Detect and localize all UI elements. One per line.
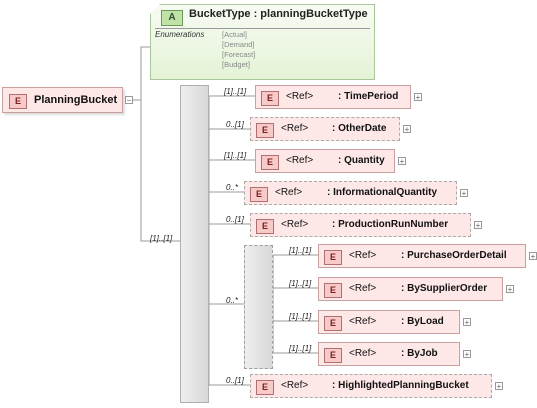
element-name: : PurchaseOrderDetail (401, 250, 507, 261)
ref-label: <Ref> (286, 91, 314, 102)
element-badge-icon: E (324, 250, 342, 265)
cardinality-by-load: [1]..[1] (289, 312, 312, 321)
element-badge-icon: E (261, 155, 279, 170)
element-name: : TimePeriod (338, 91, 399, 102)
enum-value-budget: [Budget] (222, 60, 250, 69)
choice-compositor[interactable] (244, 245, 273, 369)
expand-icon[interactable]: + (506, 285, 514, 294)
cardinality-production-run-number: 0..[1] (226, 215, 244, 224)
element-quantity[interactable]: E <Ref> : Quantity (255, 149, 395, 173)
cardinality-purchase-order-detail: [1]..[1] (289, 246, 312, 255)
element-by-job[interactable]: E <Ref> : ByJob (318, 342, 460, 366)
element-badge-icon: E (9, 94, 27, 109)
element-name: : ByLoad (401, 316, 444, 327)
root-element-planning-bucket[interactable]: E PlanningBucket (2, 87, 123, 113)
element-time-period[interactable]: E <Ref> : TimePeriod (255, 85, 411, 109)
element-name: : HighlightedPlanningBucket (332, 380, 469, 391)
element-badge-icon: E (256, 380, 274, 395)
element-name: : OtherDate (332, 123, 387, 134)
element-badge-icon: E (261, 91, 279, 106)
cardinality-by-job: [1]..[1] (289, 344, 312, 353)
expand-icon[interactable]: + (474, 221, 482, 230)
expand-icon[interactable]: + (463, 350, 471, 359)
element-highlighted-planning-bucket[interactable]: E <Ref> : HighlightedPlanningBucket (250, 374, 492, 398)
attribute-title: BucketType : planningBucketType (189, 8, 368, 20)
cardinality-by-supplier-order: [1]..[1] (289, 279, 312, 288)
element-badge-icon: E (324, 316, 342, 331)
element-name: : BySupplierOrder (401, 283, 488, 294)
expand-icon[interactable]: + (529, 252, 537, 261)
choice-cardinality: 0..* (226, 296, 239, 305)
enum-value-forecast: [Forecast] (222, 50, 256, 59)
expand-icon[interactable]: + (460, 189, 468, 198)
root-element-name: PlanningBucket (34, 94, 118, 106)
expand-icon[interactable]: + (463, 318, 471, 327)
element-badge-icon: E (256, 219, 274, 234)
element-by-supplier-order[interactable]: E <Ref> : BySupplierOrder (318, 277, 503, 301)
element-name: : ByJob (401, 348, 438, 359)
cardinality-other-date: 0..[1] (226, 120, 244, 129)
bucket-type-attribute[interactable]: A BucketType : planningBucketType Enumer… (150, 4, 375, 80)
ref-label: <Ref> (349, 250, 377, 261)
element-name: : Quantity (338, 155, 385, 166)
element-badge-icon: E (324, 283, 342, 298)
enum-value-demand: [Demand] (222, 40, 255, 49)
expand-icon[interactable]: + (403, 125, 411, 134)
ref-label: <Ref> (275, 187, 303, 198)
ref-label: <Ref> (281, 219, 309, 230)
element-badge-icon: E (324, 348, 342, 363)
attribute-badge-icon: A (161, 10, 183, 26)
enum-value-actual: [Actual] (222, 30, 248, 39)
ref-label: <Ref> (286, 155, 314, 166)
expand-icon[interactable]: + (495, 382, 503, 391)
collapse-toggle-icon[interactable]: − (125, 96, 133, 105)
cardinality-time-period: [1]..[1] (224, 87, 247, 96)
attribute-divider (155, 28, 370, 29)
element-informational-quantity[interactable]: E <Ref> : InformationalQuantity (244, 181, 457, 205)
enumerations-label: Enumerations (155, 30, 205, 39)
ref-label: <Ref> (349, 348, 377, 359)
ref-label: <Ref> (281, 123, 309, 134)
element-production-run-number[interactable]: E <Ref> : ProductionRunNumber (250, 213, 471, 237)
element-name: : InformationalQuantity (327, 187, 437, 198)
element-other-date[interactable]: E <Ref> : OtherDate (250, 117, 400, 141)
element-badge-icon: E (256, 123, 274, 138)
element-badge-icon: E (250, 187, 268, 202)
ref-label: <Ref> (349, 316, 377, 327)
element-name: : ProductionRunNumber (332, 219, 449, 230)
cardinality-highlighted-planning-bucket: 0..[1] (226, 376, 244, 385)
element-purchase-order-detail[interactable]: E <Ref> : PurchaseOrderDetail (318, 244, 526, 268)
expand-icon[interactable]: + (414, 93, 422, 102)
element-by-load[interactable]: E <Ref> : ByLoad (318, 310, 460, 334)
cardinality-informational-quantity: 0..* (226, 183, 239, 192)
sequence-compositor[interactable] (180, 85, 209, 403)
ref-label: <Ref> (349, 283, 377, 294)
sequence-cardinality: [1]..[1] (150, 234, 173, 243)
cardinality-quantity: [1]..[1] (224, 151, 247, 160)
ref-label: <Ref> (281, 380, 309, 391)
expand-icon[interactable]: + (398, 157, 406, 166)
